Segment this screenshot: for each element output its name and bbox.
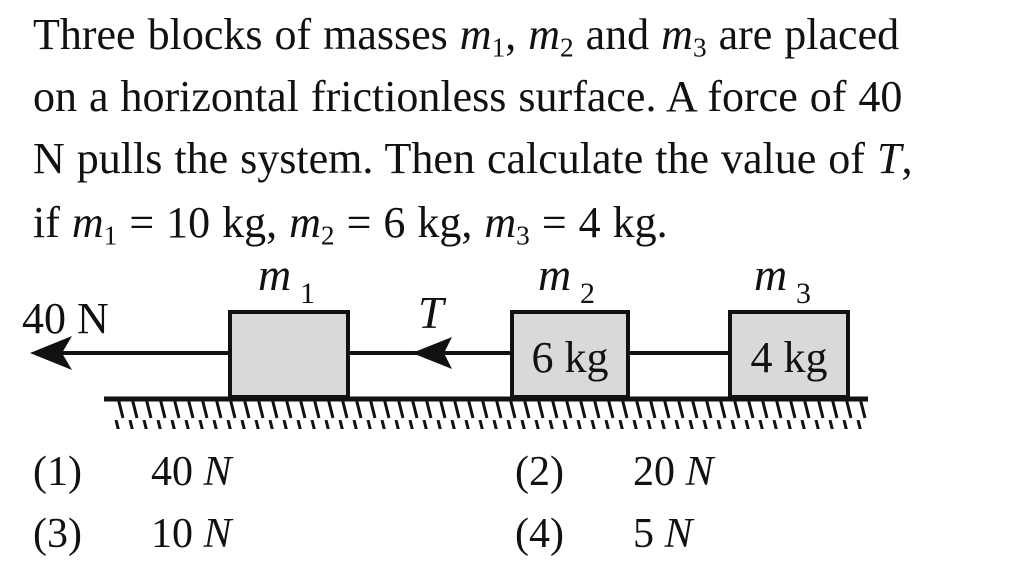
mass-symbol: m [459,10,492,59]
mass-symbol: m [484,198,517,247]
option-unit: N [203,511,232,557]
mass-subscript: 2 [559,32,574,63]
block-m3 [728,310,850,399]
m3-subscript: 3 [796,277,811,310]
force-label: 40 N [22,294,109,343]
mass-subscript: 1 [491,32,506,63]
option-value: 20 [633,449,675,495]
m1-subscript: 1 [300,277,315,310]
block-m2-mass: 6 kg [532,333,609,382]
mass-value: = 6 kg, [334,198,485,247]
block-m3-mass: 4 kg [751,333,828,382]
ground-hatching [112,401,867,429]
question-text: are placed [706,10,900,59]
option-value: 10 [151,511,193,557]
option-unit: N [664,511,693,557]
option-1[interactable]: (1) 40 N [33,448,232,496]
block-m2 [510,310,630,399]
m3-label: m [754,249,787,300]
option-unit: N [685,449,714,495]
question-text: and [573,10,662,59]
question-text: on a horizontal frictionless surface. A … [33,72,903,121]
mass-symbol: m [289,198,321,247]
question-text: N pulls the system. Then calculate the v… [33,134,877,183]
option-4[interactable]: (4) 5 N [515,510,693,558]
question-text: , [901,134,913,183]
mass-subscript: 3 [692,32,707,63]
tension-label: T [418,287,447,338]
option-unit: N [203,449,232,495]
option-value: 40 [151,449,193,495]
mass-symbol: m [71,198,104,247]
mass-subscript: 3 [516,220,530,251]
question-line-4: if m1 = 10 kg, m2 = 6 kg, m3 = 4 kg. [33,198,668,251]
block-m1 [228,310,350,399]
option-number: (1) [33,449,82,495]
question-line-1: Three blocks of masses m1, m2 and m3 are… [33,10,900,63]
option-number: (2) [515,449,564,495]
mass-symbol: m [528,10,560,59]
tension-arrowhead [412,337,452,369]
question-text: if [33,198,72,247]
mass-subscript: 2 [320,220,335,251]
option-number: (4) [515,511,564,557]
option-3[interactable]: (3) 10 N [33,510,232,558]
option-2[interactable]: (2) 20 N [515,448,714,496]
mass-subscript: 1 [103,220,118,251]
m2-subscript: 2 [580,277,595,310]
force-arrowhead [30,336,72,370]
mass-symbol: m [661,10,693,59]
mass-value: = 10 kg, [117,198,290,247]
m2-label: m [538,249,571,300]
m1-label: m [258,249,291,300]
tension-symbol: T [876,134,902,183]
question-text: Three blocks of masses [33,10,460,59]
question-text: , [505,10,529,59]
mass-value: = 4 kg. [529,198,668,247]
question-line-2: on a horizontal frictionless surface. A … [33,72,902,122]
option-value: 5 [633,511,654,557]
option-number: (3) [33,511,82,557]
question-line-3: N pulls the system. Then calculate the v… [33,134,912,184]
